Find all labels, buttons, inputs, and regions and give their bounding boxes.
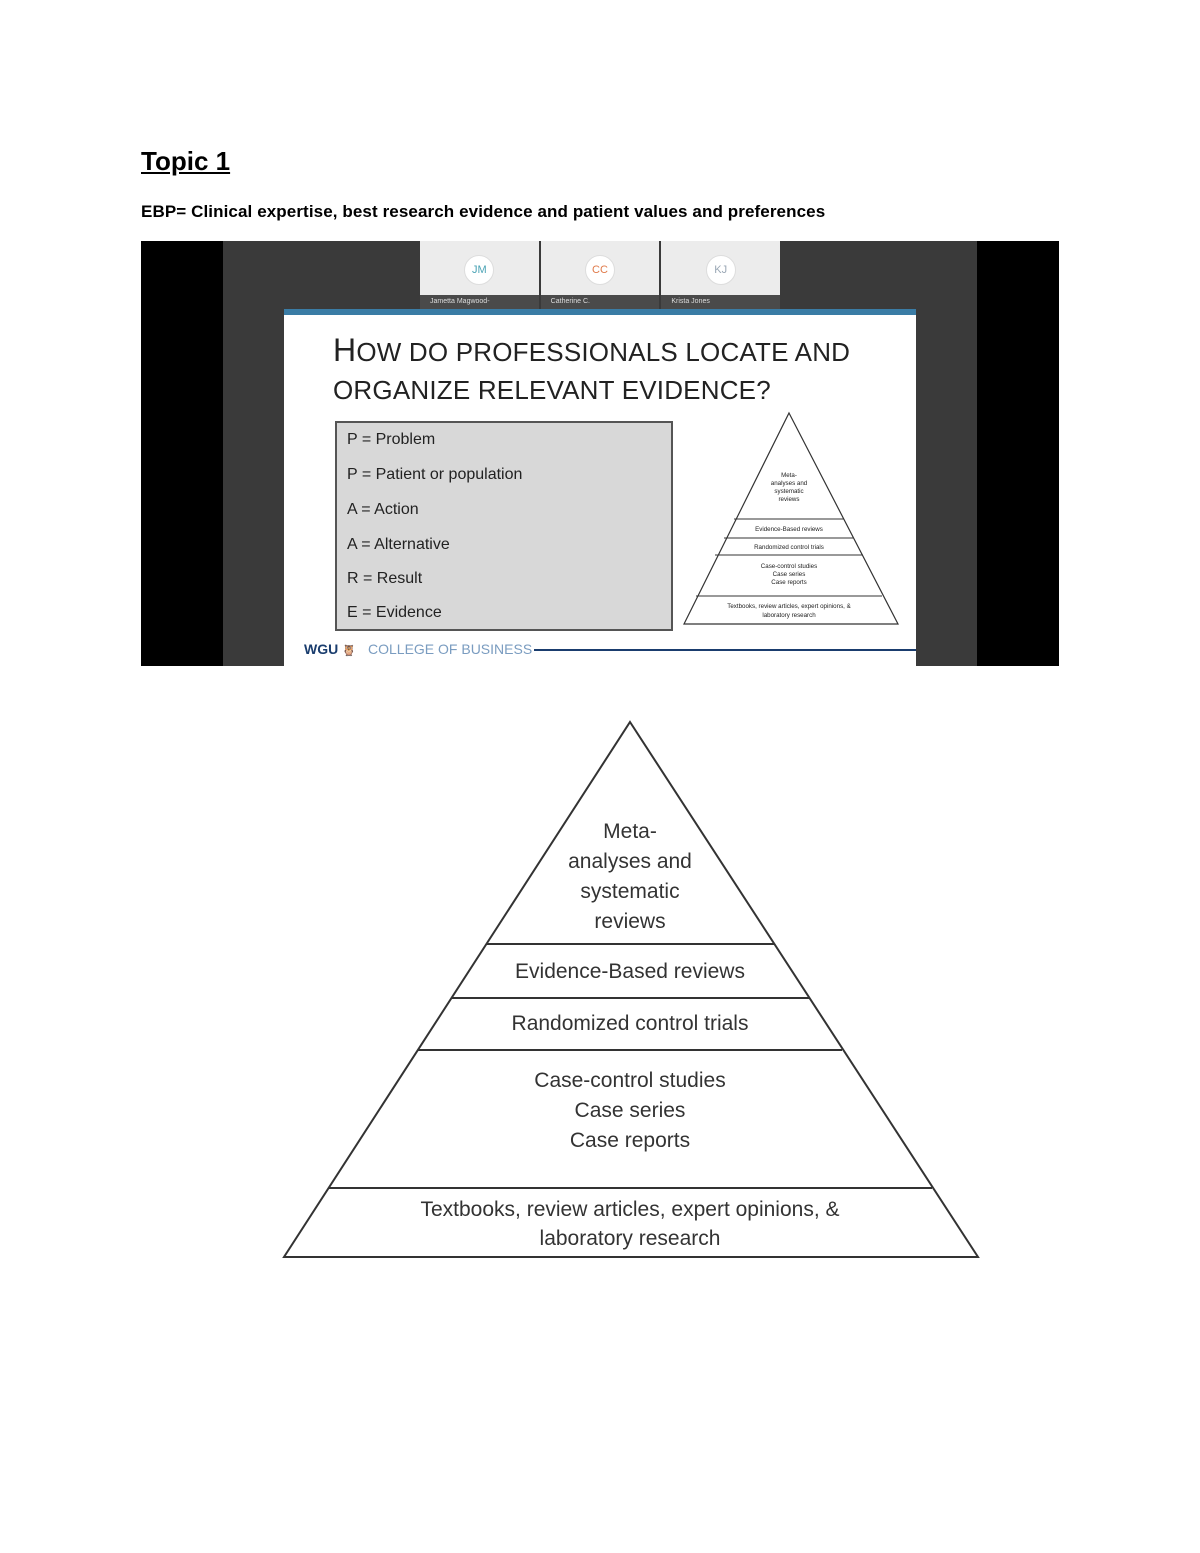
pyramid-outline bbox=[282, 720, 980, 1258]
pyramid-label: Randomized control trials bbox=[512, 1012, 749, 1035]
mini-pyramid-label: laboratory research bbox=[762, 612, 816, 619]
participant-name: Catherine C. bbox=[540, 295, 660, 309]
mini-pyramid-label: Meta- bbox=[781, 472, 797, 479]
mini-pyramid-label: Randomized control trials bbox=[754, 544, 824, 551]
heading-line-1: ow do professionals locate and bbox=[356, 337, 851, 367]
mini-pyramid-label: analyses and bbox=[771, 480, 808, 487]
wgu-logo: WGU 🦉 bbox=[304, 639, 356, 661]
footer-rule bbox=[534, 649, 916, 651]
mini-pyramid-label: Case series bbox=[773, 571, 806, 578]
pyramid-label: Meta- bbox=[603, 820, 657, 843]
mini-pyramid-label: Case-control studies bbox=[761, 563, 817, 570]
mini-pyramid-label: systematic bbox=[774, 488, 803, 495]
participant-name: Krista Jones bbox=[661, 295, 781, 309]
slide-heading: How do professionals locate and organize… bbox=[333, 331, 903, 409]
pyramid-label: Textbooks, review articles, expert opini… bbox=[420, 1198, 839, 1221]
wgu-logo-text: WGU bbox=[304, 641, 339, 657]
participant-tiles: JM Jametta Magwood- CC Catherine C. KJ K… bbox=[420, 241, 781, 309]
college-name: COLLEGE OF BUSINESS bbox=[368, 641, 533, 657]
mini-pyramid-label: reviews bbox=[779, 496, 800, 503]
pico-item: E = Evidence bbox=[347, 604, 442, 621]
mini-pyramid-label: Textbooks, review articles, expert opini… bbox=[727, 603, 851, 610]
pico-item: P = Patient or population bbox=[347, 466, 523, 483]
pyramid-label: Evidence-Based reviews bbox=[515, 960, 745, 983]
pico-item: P = Problem bbox=[347, 431, 436, 448]
pyramid-label: Case series bbox=[575, 1099, 686, 1122]
participant-tile[interactable]: CC Catherine C. bbox=[540, 241, 660, 309]
mini-evidence-pyramid: Meta- analyses and systematic reviews Ev… bbox=[683, 411, 899, 625]
participant-tile[interactable]: KJ Krista Jones bbox=[661, 241, 781, 309]
slide-footer: WGU 🦉 COLLEGE OF BUSINESS bbox=[304, 639, 916, 659]
meeting-screenshot: JM Jametta Magwood- CC Catherine C. KJ K… bbox=[141, 241, 1059, 666]
pico-item: A = Action bbox=[347, 501, 419, 518]
meeting-view: JM Jametta Magwood- CC Catherine C. KJ K… bbox=[223, 241, 977, 666]
mini-pyramid-label: Case reports bbox=[771, 579, 806, 586]
pico-item: R = Result bbox=[347, 570, 423, 587]
pyramid-label: systematic bbox=[580, 880, 679, 903]
document-title: Topic 1 bbox=[141, 146, 231, 176]
pyramid-label: Case reports bbox=[570, 1129, 690, 1152]
avatar: KJ bbox=[705, 255, 736, 285]
pyramid-label: laboratory research bbox=[540, 1227, 721, 1250]
owl-icon: 🦉 bbox=[342, 645, 356, 657]
avatar: CC bbox=[585, 255, 615, 285]
pyramid-label: Case-control studies bbox=[534, 1069, 725, 1092]
participant-tile[interactable]: JM Jametta Magwood- bbox=[420, 241, 539, 309]
pyramid-label: reviews bbox=[594, 910, 665, 933]
presentation-slide: How do professionals locate and organize… bbox=[284, 309, 916, 666]
participant-name: Jametta Magwood- bbox=[420, 295, 539, 309]
pyramid-label: analyses and bbox=[568, 850, 692, 873]
pico-item: A = Alternative bbox=[347, 536, 450, 553]
heading-line-2: organize relevant evidence? bbox=[333, 375, 771, 405]
ebp-definition: EBP= Clinical expertise, best research e… bbox=[141, 202, 826, 221]
mini-pyramid-label: Evidence-Based reviews bbox=[755, 526, 823, 533]
heading-initial: H bbox=[333, 332, 357, 368]
pico-box: P = Problem P = Patient or population A … bbox=[335, 421, 673, 631]
avatar: JM bbox=[464, 255, 495, 285]
evidence-pyramid: Meta- analyses and systematic reviews Ev… bbox=[282, 720, 980, 1258]
